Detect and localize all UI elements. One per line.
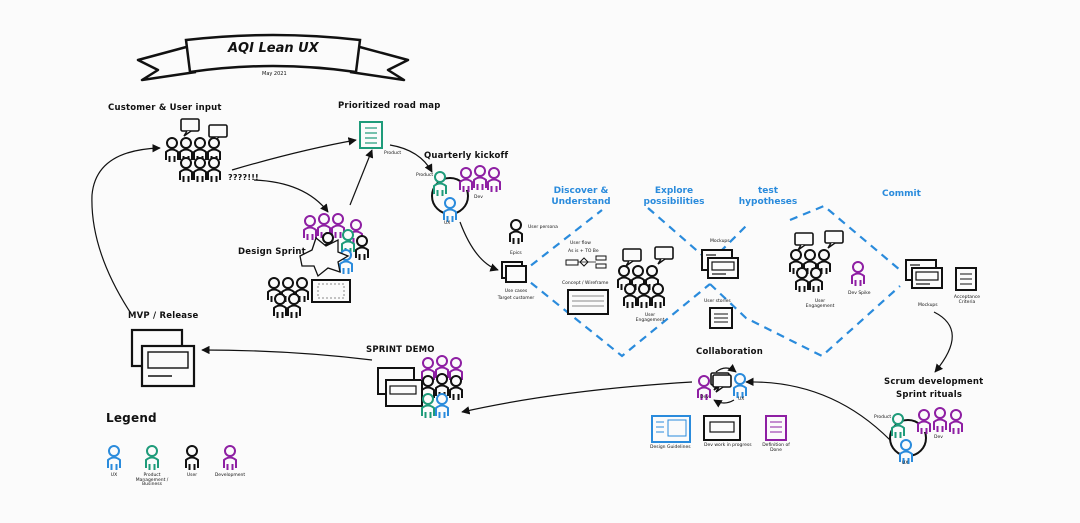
- qk-ux-label: UX: [444, 221, 451, 226]
- sprint-demo-group: [377, 355, 463, 419]
- mvp-release-label: MVP / Release: [128, 311, 199, 321]
- phase-discover-label: Discover & Understand: [551, 186, 611, 207]
- scrum-ux-label: UX: [902, 461, 909, 466]
- user-flow-label: User flow: [570, 241, 591, 246]
- concept-wireframe-label: Concept / Wireframe: [562, 281, 609, 286]
- design-sprint-group: [267, 213, 369, 319]
- dev-work-label: Dev work in progress: [704, 443, 752, 448]
- design-guidelines-label: Design Guidelines: [650, 445, 691, 450]
- user-stories-icon: [709, 307, 733, 329]
- page-title: AQI Lean UX: [228, 41, 319, 56]
- scrum-circle-group: [889, 407, 963, 465]
- collab-dev-label: Dev: [700, 395, 709, 400]
- user-engagement-label-2: User Engagement: [805, 299, 835, 309]
- mockups-label-1: Mockups: [710, 239, 730, 244]
- design-sprint-label: Design Sprint: [238, 247, 306, 257]
- user-stories-label: User stories: [704, 299, 731, 304]
- customer-input-label: Customer & User input: [108, 103, 222, 113]
- quarterly-kickoff-group: [431, 165, 501, 223]
- quarterly-kickoff-label: Quarterly kickoff: [424, 151, 509, 161]
- sprint-rituals-label: Sprint rituals: [896, 390, 963, 400]
- mockups-icon-2: [905, 259, 943, 289]
- acceptance-criteria-icon: [955, 267, 977, 291]
- as-is-label: As is + TO Be: [568, 249, 599, 254]
- sprint-demo-label: SPRINT DEMO: [366, 345, 435, 355]
- mockups-icon-1: [701, 249, 739, 279]
- legend-label-product: Product Management / Business: [135, 473, 169, 487]
- qk-dev-label: Dev: [474, 195, 483, 200]
- legend-label-ux: UX: [110, 473, 118, 478]
- date-label: May 2021: [262, 71, 287, 77]
- roadmap-doc-icon: [359, 121, 383, 149]
- persona-epics-group: [501, 219, 527, 283]
- phase-explore-label: Explore possibilities: [643, 186, 705, 207]
- user-engagement-label-1: User Engagement: [635, 313, 665, 323]
- phase-test-label: test hypotheses: [738, 186, 798, 207]
- dev-spike-figure: [851, 261, 865, 287]
- definition-done-label: Definition of Done: [762, 443, 790, 453]
- user-engagement-group-2: [789, 230, 844, 293]
- phase-diamonds: [519, 204, 901, 358]
- collab-ux-label: UX: [738, 397, 745, 402]
- epics-label: Epics: [510, 251, 522, 256]
- qk-product-label: Product: [416, 173, 434, 178]
- target-customer-label: Target customer: [497, 296, 535, 301]
- scrum-dev-small-label: Dev: [934, 435, 943, 440]
- legend-label-dev: Development: [214, 473, 246, 478]
- collaboration-label: Collaboration: [696, 347, 763, 357]
- mockups-label-2: Mockups: [918, 303, 938, 308]
- question-label: ????!!!: [228, 173, 259, 182]
- legend-label-user: User: [186, 473, 198, 478]
- discover-items: [565, 255, 609, 315]
- user-persona-label: User persona: [528, 225, 558, 230]
- legend-figures: [107, 445, 237, 471]
- dev-work-icon: [703, 415, 741, 441]
- user-engagement-group-1: [617, 246, 674, 309]
- scrum-dev-label: Scrum development: [884, 377, 984, 387]
- acceptance-criteria-label: Acceptance Criteria: [953, 295, 981, 305]
- roadmap-label: Prioritized road map: [338, 101, 441, 111]
- scrum-product-label: Product: [874, 415, 892, 420]
- definition-of-done-icon: [765, 415, 787, 441]
- use-cases-label: Use cases: [504, 289, 528, 294]
- customer-user-group: [165, 118, 228, 183]
- dev-spike-label: Dev Spike: [848, 291, 871, 296]
- flow-arrows: [91, 137, 953, 441]
- phase-commit-label: Commit: [882, 189, 921, 199]
- mvp-release-icon: [130, 328, 196, 388]
- title-banner: [136, 33, 410, 82]
- roadmap-product-label: Product: [384, 151, 402, 156]
- design-guidelines-icon: [651, 415, 691, 443]
- legend-title: Legend: [106, 411, 157, 425]
